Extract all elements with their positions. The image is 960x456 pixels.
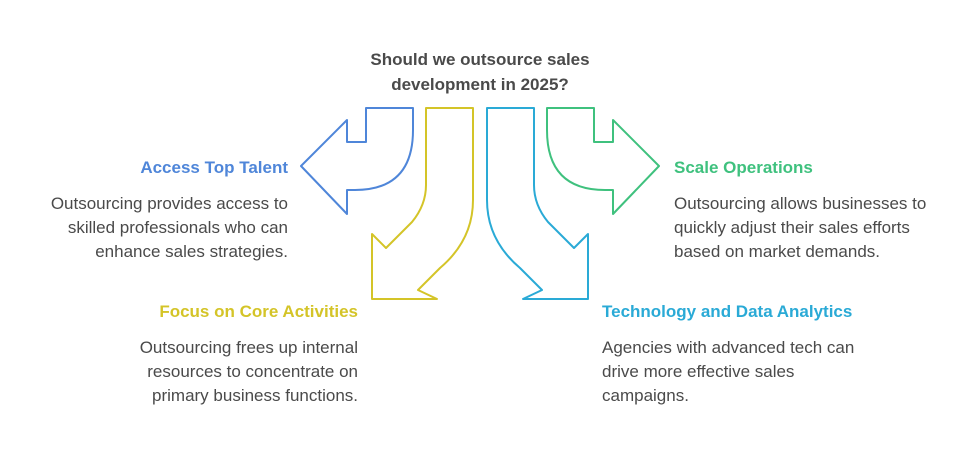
heading-scale-operations: Scale Operations — [674, 158, 813, 177]
heading-access-top-talent: Access Top Talent — [140, 158, 288, 177]
diagram-title: Should we outsource sales development in… — [370, 50, 590, 94]
description-technology-data-analytics: Agencies with advanced tech can drive mo… — [602, 338, 855, 405]
curved-arrow-down-left-icon — [371, 107, 474, 300]
heading-focus-core-activities: Focus on Core Activities — [159, 302, 358, 321]
curved-arrow-down-right-icon — [486, 107, 589, 300]
description-scale-operations: Outsourcing allows businesses to quickly… — [674, 194, 927, 261]
heading-technology-data-analytics: Technology and Data Analytics — [602, 302, 853, 321]
curved-arrow-right-icon — [546, 107, 660, 215]
curved-arrow-left-icon — [300, 107, 414, 215]
description-focus-core-activities: Outsourcing frees up internal resources … — [139, 338, 358, 405]
description-access-top-talent: Outsourcing provides access to skilled p… — [50, 194, 288, 261]
